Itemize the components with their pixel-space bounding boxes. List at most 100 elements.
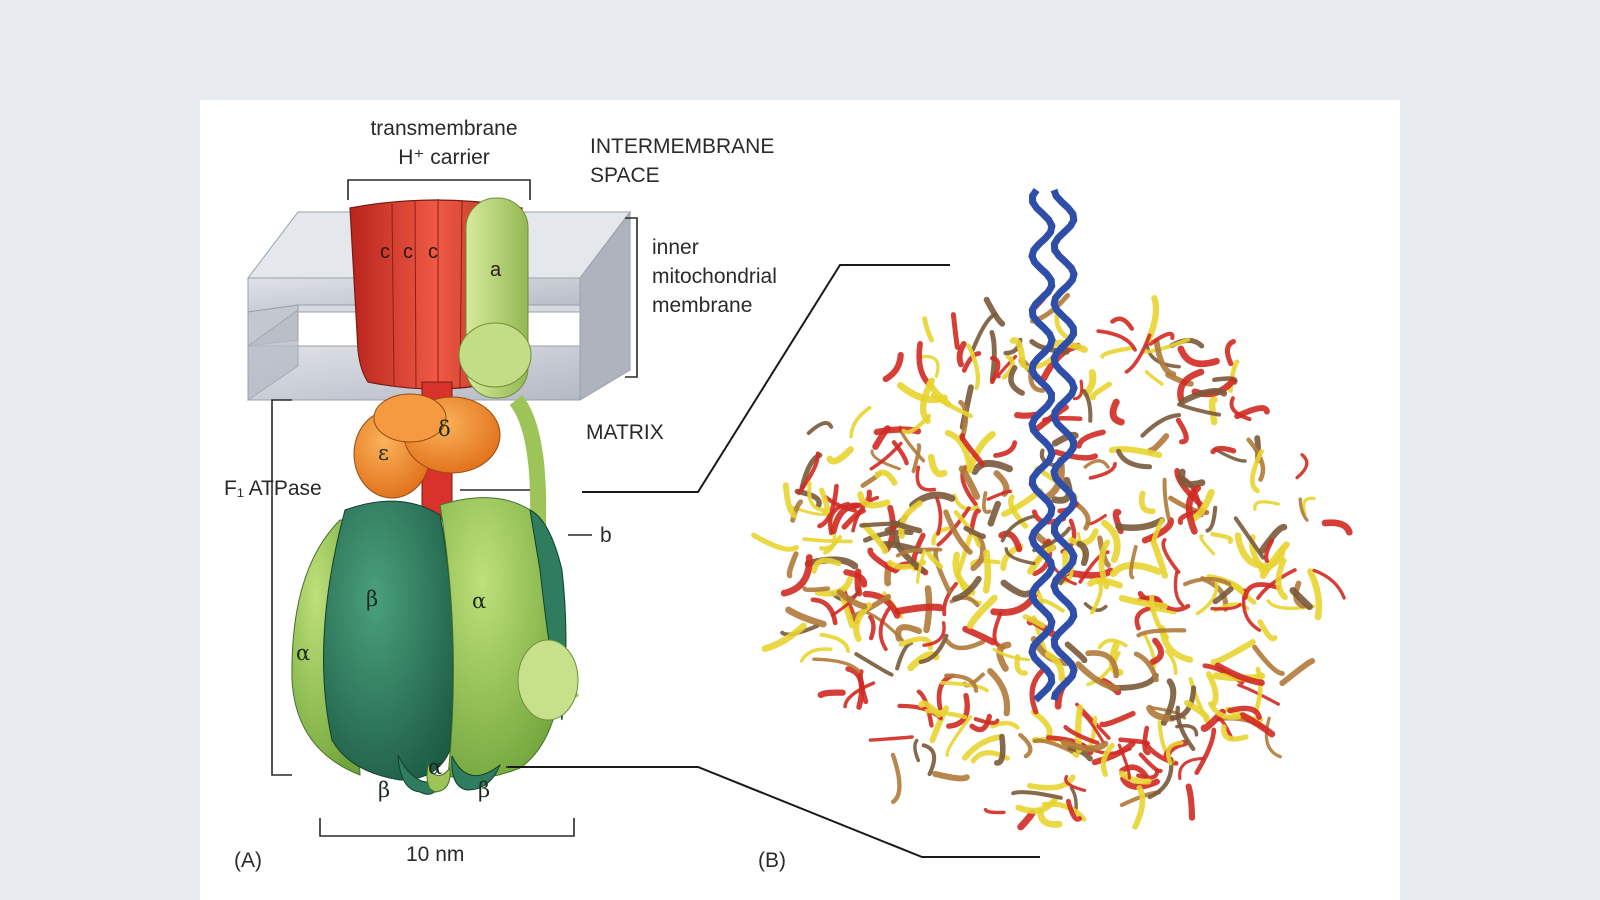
a-label: a [490,259,502,281]
ribbon-segment [895,547,943,558]
beta-bottom-left-label: β [378,778,390,802]
ribbon-segment [921,743,937,777]
ribbon-segment [810,597,838,626]
ribbon-segment [1078,550,1110,584]
ribbon-segment [1101,519,1121,563]
ribbon-segment [990,356,1001,385]
ribbon-segment [936,673,955,711]
ribbon-segment [1109,398,1125,426]
ribbon-segment [1132,785,1146,830]
ribbon-segment [1141,517,1174,544]
ribbon-segment [1099,710,1136,728]
ribbon-segment [1175,705,1196,751]
ribbon-segment [1145,343,1181,369]
scale-label: 10 nm [406,843,465,866]
ribbon-segment [1120,775,1160,790]
ribbon-segment [1096,329,1137,352]
ribbon-segment [982,491,992,514]
ribbon-segment [1032,738,1074,754]
ribbon-segment [1210,639,1256,666]
ribbon-segment [1307,568,1323,621]
delta-label: δ [438,417,451,441]
ribbon-segment [1229,396,1252,422]
ribbon-segment [1263,538,1275,564]
ribbon-segment [1115,517,1165,531]
ribbon-segment [962,625,997,646]
ribbon-segment [806,421,834,436]
ribbon-segment [952,493,980,511]
ribbon-segment [1116,448,1153,470]
ribbon-segment [1208,701,1242,720]
inner-line1: inner [652,236,699,259]
ribbon-segment [966,594,998,629]
inner-membrane-label: inner mitochondrial membrane [652,233,777,320]
b-label: b [600,524,612,547]
ribbon-segment [1258,546,1286,574]
ribbon-segment [830,502,860,535]
ribbon-segment [1085,650,1119,679]
ribbon-segment [1178,468,1206,488]
transmembrane-line2: H⁺ carrier [398,146,490,169]
ribbon-segment [1175,417,1189,445]
ribbon-segment [1124,333,1152,374]
ribbon-segment [1134,606,1152,631]
ribbon-segment [1142,631,1157,672]
ribbon-segment [1100,345,1136,359]
alpha-left-label: α [296,641,310,665]
ribbon-segment [843,569,868,588]
ribbon-segment [1075,661,1120,692]
ribbon-segment [868,735,914,742]
ribbon-segment [1004,547,1036,566]
annotation-lines [271,179,638,837]
ribbon-segment [1227,705,1262,720]
ribbon-segment [1011,790,1063,800]
ribbon-segment [1183,699,1210,723]
ribbon-segment [971,460,1013,476]
ribbon-segment [1237,683,1280,706]
ribbon-segment [782,482,798,519]
ribbon-segment [1183,576,1233,587]
ribbon-segment [1000,514,1036,543]
central-stalk-helix [1050,188,1078,701]
ribbon-segment [761,622,807,652]
ribbon-segment [918,633,949,664]
alpha-bottom-label: α [428,755,442,779]
ribbon-segment [990,720,1020,730]
panel-b-label: (B) [758,849,786,872]
ribbon-segment [916,549,926,584]
ribbon-segment [796,451,821,495]
ribbon-segment [1098,539,1111,590]
ribbon-segment [1250,448,1264,494]
panel-a-label: (A) [234,849,262,872]
ribbon-segment [1252,644,1285,676]
ribbon-segment [853,602,872,642]
ribbon-segment [1144,370,1164,386]
matrix-label: MATRIX [586,421,664,444]
ribbon-segment [1022,614,1046,629]
ribbon-segment [1097,638,1128,650]
ribbon-segment [1061,739,1109,752]
ribbon-segment [925,549,944,569]
ribbon-segment [802,537,853,544]
ribbon-segment [894,603,944,615]
ribbon-segment [1216,717,1234,740]
ribbon-segment [1295,453,1309,480]
ribbon-segment [843,681,876,709]
ribbon-segment [854,652,894,677]
ribbon-segment [870,449,901,471]
ribbon-segment [1177,402,1222,417]
ribbon-segment [1064,774,1087,792]
ribbon-segment [945,638,986,651]
ribbon-segment [1041,801,1087,822]
ribbon-segment [1178,756,1206,781]
ribbon-segment [1195,581,1219,616]
ribbon-segment [1086,651,1121,687]
ribbon-segment [940,681,989,693]
ribbon-segment [890,752,902,804]
ribbon-segment [1185,783,1196,821]
ribbon-segment [1185,484,1202,535]
ribbon-segment [1258,523,1288,554]
ribbon-segment [1100,743,1115,777]
ribbon-segment [1117,743,1131,780]
ribbon-segment [943,509,973,555]
